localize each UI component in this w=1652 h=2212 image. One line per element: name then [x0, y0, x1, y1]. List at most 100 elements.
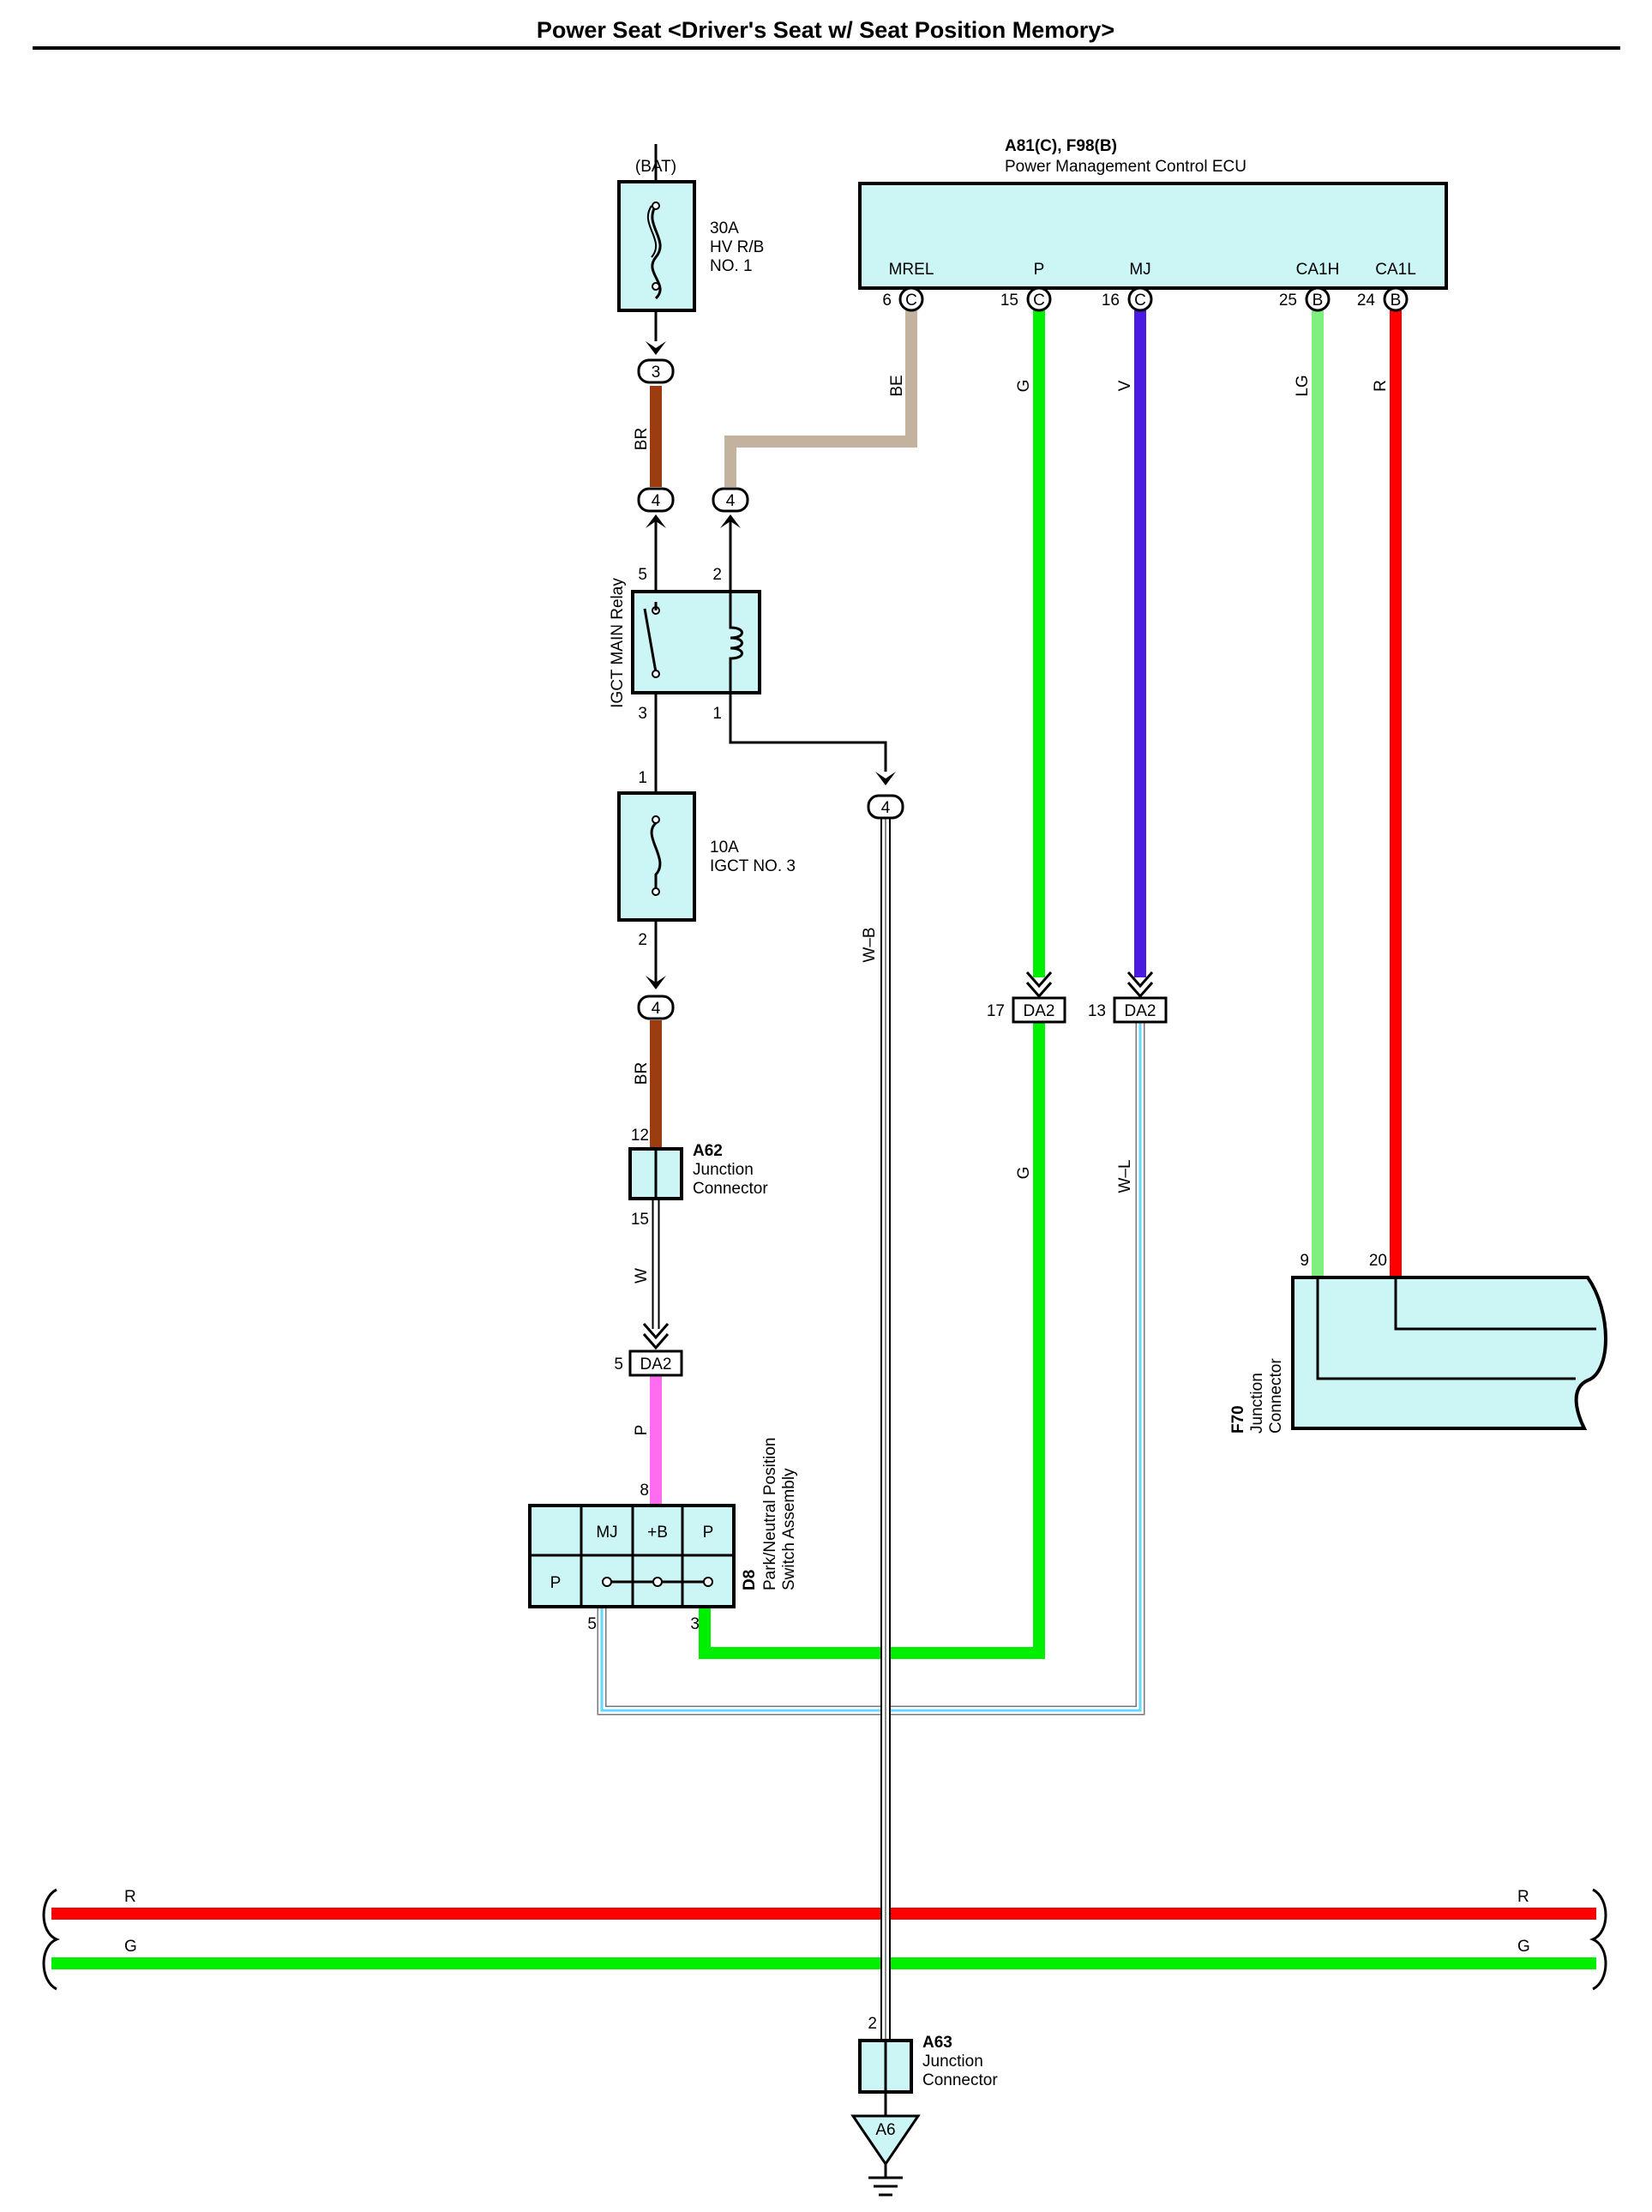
ecu-pin-conn-6: C	[905, 292, 917, 310]
ecu-box	[858, 182, 1448, 290]
da2-pin-17: 17	[987, 1002, 1005, 1020]
relay-contact-bottom	[652, 670, 660, 678]
a63-line1: Junction	[922, 2053, 983, 2071]
ecu-name: Power Management Control ECU	[1005, 158, 1247, 176]
wire-be	[724, 310, 917, 487]
ecu-pin-num-25: 25	[1279, 292, 1297, 310]
d8-pin-top: 8	[640, 1482, 649, 1500]
wire-label-p: P	[633, 1425, 651, 1436]
wire-label-br1: BR	[633, 428, 651, 450]
wire-label-br2: BR	[633, 1062, 651, 1085]
connector-4d-label: 4	[652, 1000, 661, 1018]
chevron-up-icon	[720, 514, 741, 528]
a62-pin-top: 12	[631, 1127, 649, 1145]
da2-pin-5: 5	[614, 1355, 623, 1373]
d8-code: D8	[741, 1570, 759, 1590]
ecu-pin-num-15: 15	[1000, 292, 1018, 310]
da2-box-17	[1012, 996, 1066, 1024]
double-chevron-down-icon	[1126, 971, 1154, 999]
fuse1-icon-shadow	[646, 205, 658, 258]
relay-pin-5: 5	[638, 566, 647, 584]
ecu-pin-num-16: 16	[1102, 292, 1120, 310]
connector-pill-4c	[867, 794, 904, 820]
relay-pin-2: 2	[712, 566, 722, 584]
connector-pill-4b	[712, 487, 749, 513]
a63-pin: 2	[868, 2015, 877, 2033]
d8-pin-5: 5	[587, 1615, 597, 1633]
fuse2-terminal-top	[652, 815, 660, 824]
wire-label-lg: LG	[1294, 375, 1312, 396]
d8-line1: Park/Neutral Position	[761, 1438, 779, 1590]
d8-contact-mj	[602, 1577, 612, 1587]
a63-line2: Connector	[922, 2071, 998, 2089]
f70-code: F70	[1229, 1405, 1247, 1434]
d8-cell-b: +B	[647, 1524, 668, 1542]
wires	[51, 144, 1596, 2116]
a62-line2: Connector	[693, 1180, 768, 1198]
f70-inner-line-9	[1316, 1277, 1576, 1380]
ecu-pin-circle-24	[1383, 286, 1409, 312]
ecu-pin-label-mj: MJ	[1129, 261, 1150, 279]
da2-pin-13: 13	[1088, 1002, 1106, 1020]
fuse2-icon	[650, 821, 662, 888]
a63-code: A63	[922, 2034, 952, 2052]
d8-cell-mj: MJ	[596, 1524, 617, 1542]
wire-break-left	[42, 1888, 61, 1991]
d8-cell-p-bottom: P	[550, 1574, 562, 1592]
d8-contact-p	[703, 1577, 713, 1587]
wire-labels: BR BE G V LG R BR W P W–B G W–L	[633, 375, 1390, 1435]
connector-3-label: 3	[652, 364, 661, 382]
fuse1-terminal-bottom	[652, 282, 660, 291]
connector-4c-label: 4	[881, 799, 891, 817]
a62-line1: Junction	[693, 1161, 754, 1179]
wire-label-be: BE	[888, 375, 906, 396]
f70-pin-9: 9	[1300, 1252, 1309, 1270]
relay-pin-3: 3	[638, 705, 647, 723]
ground-triangle	[850, 2114, 921, 2167]
can-g-label-right: G	[1517, 1938, 1530, 1956]
wire-label-w: W	[633, 1268, 651, 1283]
da2-box-13	[1113, 996, 1168, 1024]
chevron-down-icon	[646, 976, 666, 989]
da2-g-connector: DA2 17	[987, 971, 1066, 1024]
wire-label-g2: G	[1015, 1167, 1033, 1180]
chevron-down-icon	[646, 341, 666, 355]
ecu-pin-label-mrel: MREL	[889, 261, 934, 279]
fuse2-terminal-bottom	[652, 887, 660, 896]
da2-box-5	[628, 1349, 683, 1377]
da2-p-connector: DA2 5	[614, 1323, 683, 1377]
f70-inner-line-20	[1394, 1277, 1596, 1331]
f70-line2: Connector	[1267, 1358, 1285, 1434]
ecu-pin-conn-15: C	[1033, 292, 1045, 310]
connector-4a-label: 4	[652, 492, 661, 510]
a62-pin-bottom: 15	[631, 1211, 649, 1229]
wire-label-v: V	[1116, 380, 1134, 391]
f70-box	[1291, 1276, 1607, 1430]
double-chevron-down-icon	[1025, 971, 1053, 999]
ecu-pin-label-ca1l: CA1L	[1375, 261, 1416, 279]
wire-g-bottom	[699, 1022, 1045, 1659]
chevron-down-icon	[875, 772, 896, 785]
fuse1-name2: NO. 1	[710, 257, 753, 275]
can-r-label-left: R	[124, 1888, 136, 1906]
a62-code: A62	[693, 1142, 723, 1160]
d8-pin-3: 3	[690, 1615, 700, 1633]
f70-line1: Junction	[1248, 1373, 1266, 1434]
ecu-pin-circle-25	[1305, 286, 1331, 312]
connector-4b-label: 4	[726, 492, 736, 510]
da2-label-17: DA2	[1024, 1002, 1055, 1020]
da2-label-13: DA2	[1125, 1002, 1156, 1020]
can-r-label-right: R	[1517, 1888, 1529, 1906]
ecu-pin-label-ca1h: CA1H	[1296, 261, 1340, 279]
ecu-pins: MREL 6 C P 15 C MJ 16 C CA1H 25 B CA1L 2…	[882, 261, 1416, 312]
ecu-pin-label-p: P	[1034, 261, 1045, 279]
fuse2-pin-top: 1	[638, 769, 647, 787]
fuse2-rating: 10A	[710, 839, 739, 857]
bat-label: (BAT)	[635, 158, 676, 176]
relay-switch-blade	[643, 608, 658, 673]
can-g-label-left: G	[124, 1938, 137, 1956]
ecu-pin-conn-16: C	[1134, 292, 1146, 310]
wire-break-right	[1589, 1888, 1607, 1991]
chevron-up-icon	[646, 514, 666, 528]
wire-label-wl: W–L	[1116, 1159, 1134, 1193]
